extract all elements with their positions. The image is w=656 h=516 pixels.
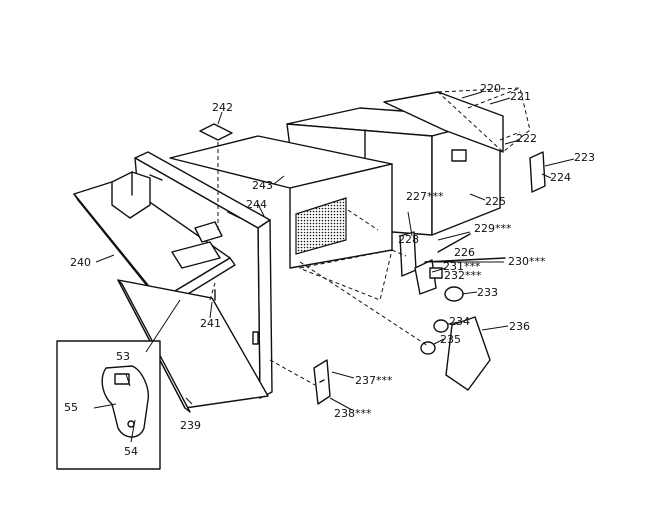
callout-235: 235 (440, 333, 461, 346)
component-234 (433, 319, 449, 333)
callout-220: 220 (480, 82, 501, 95)
callout-229: 229*** (474, 222, 512, 235)
guide-lines (209, 142, 429, 386)
bracket-223 (529, 151, 546, 193)
callout-221: 221 (510, 90, 531, 103)
callout-227: 227*** (406, 190, 444, 203)
callout-236: 236 (509, 320, 530, 333)
callout-55: 55 (64, 401, 78, 414)
oven-cavity (169, 135, 393, 301)
callout-228: 228 (398, 233, 419, 246)
callout-240: 240 (70, 256, 91, 269)
component-232 (429, 267, 443, 279)
callout-224: 224 (550, 171, 571, 184)
callout-226: 226 (454, 246, 475, 259)
callout-237: 237*** (355, 374, 393, 387)
back-panel (383, 87, 531, 153)
callout-243: 243 (252, 179, 273, 192)
bracket-237-238 (313, 359, 331, 405)
panel-236 (445, 316, 491, 391)
component-233 (444, 286, 464, 302)
control-components (399, 231, 506, 391)
callout-53: 53 (116, 350, 130, 363)
callout-242: 242 (212, 101, 233, 114)
callout-225: 225 (485, 195, 506, 208)
callout-54: 54 (124, 445, 138, 458)
component-235 (420, 341, 436, 355)
callout-231: 231*** (443, 260, 481, 273)
callout-234: 234 (449, 315, 470, 328)
callout-labels: 220 221 222 223 224 225 226 227*** 228 2… (64, 82, 595, 458)
callout-244: 244 (246, 198, 267, 211)
callout-232: 232*** (444, 269, 482, 282)
callout-222: 222 (516, 132, 537, 145)
callout-233: 233 (477, 286, 498, 299)
top-plate-242 (199, 123, 233, 141)
callout-223: 223 (574, 151, 595, 164)
callout-239: 239 (180, 419, 201, 432)
wire-230 (424, 257, 506, 263)
callout-230: 230*** (508, 255, 546, 268)
leader-lines (93, 91, 575, 411)
callout-241: 241 (200, 317, 221, 330)
cavity-mesh-window (295, 197, 347, 255)
callout-238: 238*** (334, 407, 372, 420)
